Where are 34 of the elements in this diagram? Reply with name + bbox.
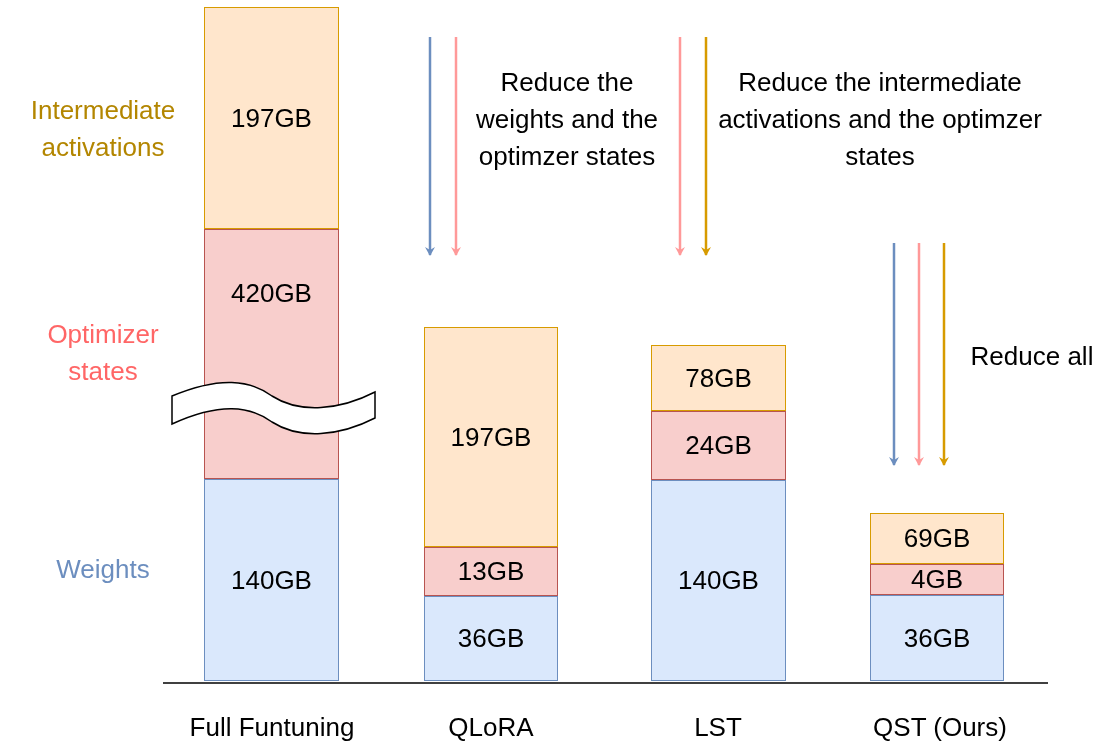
series-label: Optimizer states (46, 318, 160, 388)
annotation-text: Reduce the intermediate activations and the optimzer states (717, 66, 1043, 173)
series-label: Weights (55, 553, 151, 586)
value-label: 197GB (450, 421, 532, 453)
bar-segment (870, 595, 1004, 681)
category-label: Full Funtuning (188, 711, 356, 744)
bar-segment (651, 411, 786, 480)
value-label: 36GB (457, 623, 525, 654)
category-label: QLoRA (447, 711, 535, 744)
bar-segment (424, 547, 558, 596)
value-label: 69GB (903, 523, 971, 554)
value-label: 36GB (903, 622, 971, 654)
bar-segment (204, 7, 339, 229)
bar-segment (424, 327, 558, 547)
value-label: 420GB (231, 278, 312, 309)
category-label: QST (Ours) (872, 711, 1008, 744)
axis-break-symbol (171, 381, 376, 435)
bar-segment (204, 479, 339, 681)
bar-segment (870, 513, 1004, 564)
category-label: LST (693, 711, 743, 744)
bar-segment (870, 564, 1004, 595)
bar-segment (424, 596, 558, 681)
value-label: 13GB (457, 556, 525, 587)
value-label: 140GB (231, 564, 312, 596)
bar-segment (651, 480, 786, 681)
annotation-text: Reduce all (969, 340, 1095, 373)
value-label: 78GB (685, 362, 752, 394)
series-label: Intermediate activations (29, 94, 177, 164)
annotation-text: Reduce the weights and the optimzer states (474, 66, 660, 173)
value-label: 24GB (685, 430, 752, 461)
value-label: 140GB (678, 565, 759, 596)
value-label: 197GB (231, 102, 312, 134)
value-label: 4GB (911, 564, 963, 595)
bar-segment (651, 345, 786, 411)
